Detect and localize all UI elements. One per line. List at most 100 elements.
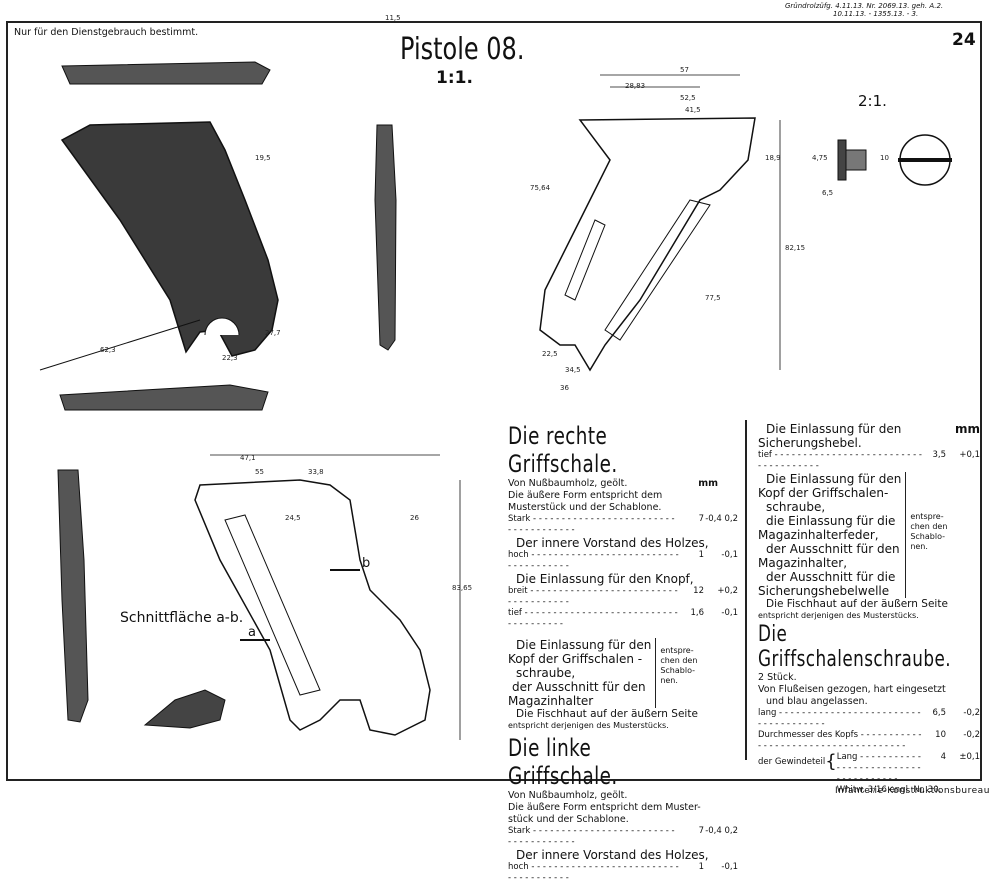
text-line: Sicherungshebelwelle <box>758 584 890 598</box>
spec-row: tief1,6-0,1 <box>508 608 738 630</box>
handwritten-note: Gründrolzüfg. 4.11.13. Nr. 2069.13. geh.… <box>785 2 943 18</box>
text-line: lang <box>758 708 922 730</box>
footer-bureau: Infanterie-Konstruktionsbureau <box>835 786 990 796</box>
text-line: entspricht derjenigen des Musterstücks. <box>508 721 669 730</box>
text-line: Von Flußeisen gezogen, hart eingesetzt <box>758 684 946 695</box>
dimension-label: 62,3 <box>100 346 116 354</box>
text-line: 6,5 <box>932 708 946 718</box>
text-line: hoch <box>508 862 680 884</box>
grip-side-view <box>374 124 397 351</box>
text-line: Magazinhalterfeder, <box>758 528 879 542</box>
text-line: Der innere Vorstand des Holzes, <box>516 848 709 862</box>
text-line: 1 <box>698 550 704 560</box>
text-line: Stark <box>508 514 680 536</box>
text-line: stück und der Schablone. <box>508 814 629 825</box>
text-line: Stark <box>508 826 680 848</box>
dimension-label: 6,5 <box>822 189 833 197</box>
left-grip-title: Die linke Griffschale. <box>508 734 618 790</box>
text-line: Durchmesser des Kopfs <box>758 730 922 752</box>
mark-a: a <box>248 625 256 640</box>
text-line: tief <box>758 450 922 472</box>
text-line: Von Nußbaumholz, geölt. <box>508 790 628 801</box>
spec-row: Lang 4 ±0,1 <box>837 752 980 785</box>
dimension-label: 27,7 <box>265 329 281 337</box>
text-line: Lang <box>837 752 922 785</box>
spec-row: hoch1-0,1 <box>508 550 738 572</box>
text-line: der Ausschnitt für den <box>512 680 646 694</box>
grip-bottom-view <box>59 384 269 411</box>
text-line: Kopf der Griffschalen - <box>508 652 643 666</box>
text-line: entspre- <box>910 512 944 521</box>
restriction-note: Nur für den Dienstgebrauch bestimmt. <box>14 27 199 38</box>
text-line: 4 <box>940 752 946 762</box>
text-line: 1,6 <box>690 608 704 618</box>
text-line: Gründrolzüfg. 4.11.13. Nr. 2069.13. geh.… <box>785 2 944 10</box>
dimension-label: 22,3 <box>222 354 238 362</box>
text-line: und blau angelassen. <box>766 696 868 707</box>
dimension-label: 75,64 <box>530 184 551 192</box>
spec-row: tief3,5+0,1 <box>758 450 980 472</box>
text-line: Die Fischhaut auf der äußern Seite <box>516 708 698 720</box>
right-grip-spec: Die rechte Griffschale. Von Nußbaumholz,… <box>508 422 738 884</box>
spec-row: Stark7-0,4 0,2 <box>508 826 738 848</box>
text-line: Schablo- <box>910 532 945 541</box>
scale-detail: 2:1. <box>858 92 887 110</box>
dimension-label: 11,5 <box>385 14 401 22</box>
text-line: mm <box>954 422 980 436</box>
right-column-spec: Die Einlassung für den mm Sicherungshebe… <box>758 422 980 796</box>
text-line: die Einlassung für die <box>766 514 896 528</box>
text-line: 3,5 <box>932 450 946 460</box>
dimension-label: 19,5 <box>255 154 271 162</box>
spec-row: Durchmesser des Kopfs10-0,2 <box>758 730 980 752</box>
text-line: Kopf der Griffschalen- <box>758 486 889 500</box>
dimension-label: 28,83 <box>625 82 645 90</box>
column-divider <box>745 420 747 760</box>
text-line: Schablo- <box>660 666 695 675</box>
text-line: -0,2 <box>963 730 980 740</box>
screw-title: Die Griffschalenschraube. <box>758 622 952 672</box>
right-grip-title: Die rechte Griffschale. <box>508 422 618 478</box>
text-line: 1 <box>698 862 704 872</box>
page-title: Pistole 08. <box>400 32 525 67</box>
text-line: -0,4 0,2 <box>705 514 738 524</box>
text-line: nen. <box>910 542 928 551</box>
text-line: 7 <box>698 514 704 524</box>
text-line: 7 <box>698 826 704 836</box>
dimension-label: 4,75 <box>812 154 828 162</box>
dimension-label: 34,5 <box>565 366 581 374</box>
text-line: chen den <box>910 522 948 531</box>
spec-row: breit12+0,2 <box>508 586 738 608</box>
dimension-label: 26 <box>410 514 419 522</box>
text-line: tief <box>508 608 680 630</box>
text-line: Die Einlassung für den <box>766 422 902 436</box>
dimension-label: 47,1 <box>240 454 256 462</box>
drawing-frame <box>6 21 982 781</box>
dimension-label: 77,5 <box>705 294 721 302</box>
text-line: Die Einlassung für den <box>766 472 902 486</box>
subheading: Der innere Vorstand des Holzes, <box>516 536 709 550</box>
screw-hole <box>204 317 240 336</box>
text-line: Die Fischhaut auf der äußern Seite <box>766 598 948 610</box>
grip-top-view <box>61 61 271 85</box>
text-line: -0,1 <box>721 862 738 872</box>
mark-b: b <box>362 556 371 571</box>
text-line: Sicherungshebel. <box>758 436 862 450</box>
spec-row: Stark 7-0,4 0,2 <box>508 514 738 536</box>
text-line: 12 <box>693 586 704 596</box>
spec-row: lang6,5-0,2 <box>758 708 980 730</box>
text-line: entspre- <box>660 646 694 655</box>
section-label: Schnittfläche a-b. <box>120 610 244 626</box>
dimension-label: 41,5 <box>685 106 701 114</box>
dimension-label: 10 <box>880 154 889 162</box>
left-grip-side-view <box>57 469 89 723</box>
right-grip-outline <box>539 117 756 372</box>
dimension-label: 55 <box>255 468 264 476</box>
page-number: 24 <box>952 30 976 50</box>
text-line: -0,1 <box>721 550 738 560</box>
section-a-b-shape <box>143 689 226 729</box>
text-line: ±0,1 <box>959 752 980 762</box>
text-line: chen den <box>660 656 698 665</box>
text-line: nen. <box>660 676 678 685</box>
text-line: der Ausschnitt für den <box>766 542 900 556</box>
text-line: Die Einlassung für den <box>516 638 652 652</box>
